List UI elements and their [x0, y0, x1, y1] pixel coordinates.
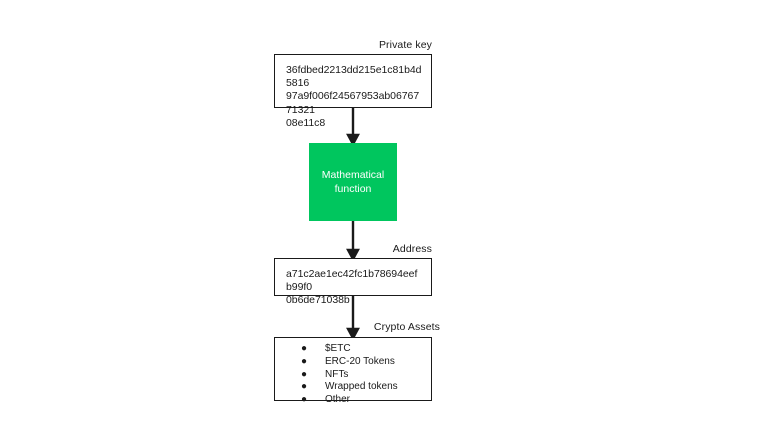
address-label: Address	[392, 243, 432, 255]
address-value: a71c2ae1ec42fc1b78694eefb99f0 0b6de71038…	[286, 268, 423, 308]
crypto-assets-list: ● $ETC ● ERC-20 Tokens ● NFTs ● Wrapped …	[275, 343, 431, 408]
list-item-label: Other	[325, 394, 351, 406]
list-item-label: Wrapped tokens	[325, 381, 398, 393]
function-label-line-1: Mathematical	[321, 169, 385, 181]
bullet-icon: ●	[301, 381, 308, 393]
crypto-assets-box: ● $ETC ● ERC-20 Tokens ● NFTs ● Wrapped …	[274, 337, 432, 405]
private-key-line-1: 36fdbed2213dd215e1c81b4d5816	[286, 64, 422, 90]
private-key-box: 36fdbed2213dd215e1c81b4d5816 97a9f006f24…	[274, 54, 432, 129]
bullet-icon: ●	[301, 343, 308, 354]
mathematical-function-label: Mathematical function	[316, 168, 390, 196]
bullet-icon: ●	[301, 355, 308, 367]
address-line-1: a71c2ae1ec42fc1b78694eefb99f0	[286, 268, 418, 294]
bullet-icon: ●	[301, 394, 308, 406]
private-key-line-3: 08e11c8	[286, 116, 326, 129]
bullet-icon: ●	[301, 368, 308, 380]
list-item-label: ERC-20 Tokens	[325, 355, 395, 367]
list-item-label: $ETC	[325, 343, 351, 354]
list-item: ● Wrapped tokens	[275, 382, 431, 393]
list-item: ● Other	[275, 394, 431, 406]
private-key-line-2: 97a9f006f24567953ab0676771321	[286, 90, 420, 116]
private-key-value: 36fdbed2213dd215e1c81b4d5816 97a9f006f24…	[286, 64, 423, 130]
list-item: ● $ETC	[275, 343, 431, 355]
private-key-label: Private key	[378, 39, 432, 51]
list-item: ● NFTs	[275, 368, 431, 381]
crypto-assets-label: Crypto Assets	[373, 321, 440, 333]
list-item-label: NFTs	[325, 368, 349, 380]
address-box: a71c2ae1ec42fc1b78694eefb99f0 0b6de71038…	[274, 258, 432, 306]
function-label-line-2: function	[334, 183, 372, 195]
address-line-2: 0b6de71038b	[286, 294, 350, 307]
list-item: ● ERC-20 Tokens	[275, 355, 431, 368]
mathematical-function-box: Mathematical function	[309, 143, 397, 221]
